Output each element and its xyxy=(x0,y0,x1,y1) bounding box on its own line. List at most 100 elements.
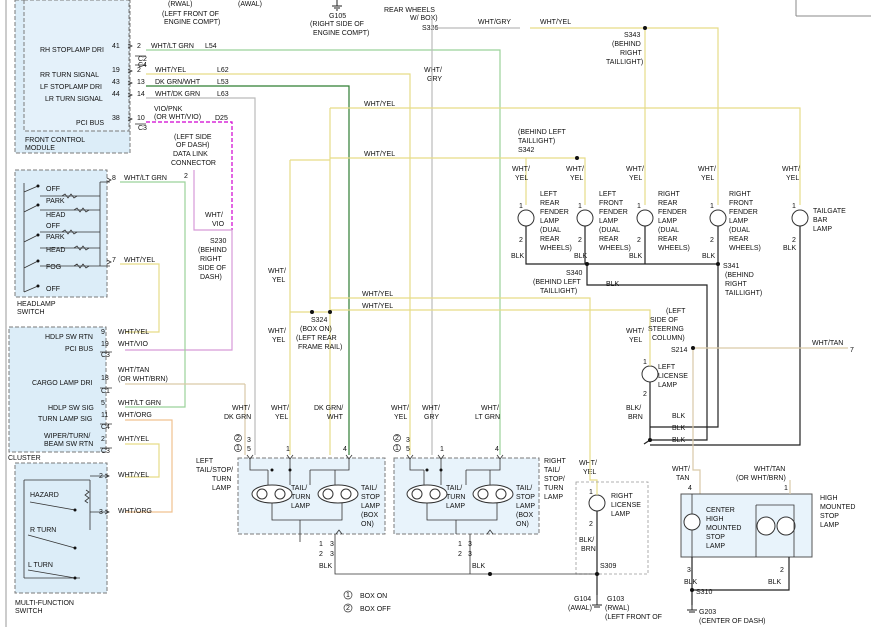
cluster: HDLP SW RTN PCI BUS CARGO LAMP DRI HDLP … xyxy=(8,326,168,462)
svg-text:LAMP: LAMP xyxy=(611,511,630,518)
svg-text:3: 3 xyxy=(687,567,691,574)
svg-text:WHT/YEL: WHT/YEL xyxy=(362,303,393,310)
svg-text:TAIL/: TAIL/ xyxy=(544,467,560,474)
svg-text:2: 2 xyxy=(589,521,593,528)
awal-label: (AWAL) xyxy=(238,1,262,8)
svg-text:YEL: YEL xyxy=(272,337,285,344)
svg-text:RIGHT: RIGHT xyxy=(544,458,567,465)
svg-text:1: 1 xyxy=(589,489,593,496)
svg-text:WHT/: WHT/ xyxy=(268,328,286,335)
switch-contacts-icon xyxy=(23,177,112,293)
svg-text:WHT/: WHT/ xyxy=(626,166,644,173)
svg-text:(OR WHT/BRN): (OR WHT/BRN) xyxy=(736,475,786,482)
svg-text:STOP: STOP xyxy=(361,494,380,501)
svg-text:DK GRN: DK GRN xyxy=(224,414,251,421)
svg-text:2: 2 xyxy=(710,237,714,244)
svg-text:WHT/LT GRN: WHT/LT GRN xyxy=(124,175,167,182)
svg-text:TAIL/: TAIL/ xyxy=(291,485,307,492)
wire-color: WHT/LT GRN xyxy=(151,43,194,50)
svg-text:2: 2 xyxy=(319,551,323,558)
svg-text:2: 2 xyxy=(184,173,188,180)
g105-loc1: (RIGHT SIDE OF xyxy=(310,21,364,28)
svg-text:TAILLIGHT): TAILLIGHT) xyxy=(518,138,555,145)
svg-text:5: 5 xyxy=(406,446,410,453)
s343-loc2: RIGHT xyxy=(620,50,643,57)
svg-text:ON): ON) xyxy=(516,521,529,528)
fcm-connector: C3 xyxy=(138,125,147,132)
box-lamp: WHT/ YEL 1 2 BLK RIGHT REAR FENDER LAMP … xyxy=(626,166,690,260)
svg-text:REAR: REAR xyxy=(540,200,559,207)
wire-pin: 2 xyxy=(137,43,141,50)
svg-text:BLK: BLK xyxy=(672,437,686,444)
svg-text:WHT/TAN: WHT/TAN xyxy=(118,367,149,374)
svg-text:G103: G103 xyxy=(607,596,624,603)
svg-text:BLK: BLK xyxy=(629,253,643,260)
svg-text:STOP: STOP xyxy=(706,534,725,541)
svg-text:1: 1 xyxy=(346,592,350,599)
fcm-pin-label: LF STOPLAMP DRI xyxy=(40,84,102,91)
svg-text:C1: C1 xyxy=(101,388,110,395)
svg-text:LAMP: LAMP xyxy=(820,522,839,529)
svg-text:(DUAL: (DUAL xyxy=(599,227,620,234)
fcm-pin-num: 44 xyxy=(112,91,120,98)
svg-text:TAN: TAN xyxy=(676,475,689,482)
svg-text:MOUNTED: MOUNTED xyxy=(706,525,741,532)
svg-text:WHT/: WHT/ xyxy=(698,166,716,173)
svg-text:STOP: STOP xyxy=(516,494,535,501)
svg-text:2: 2 xyxy=(780,567,784,574)
svg-text:LAMP: LAMP xyxy=(544,494,563,501)
svg-text:HEADLAMP: HEADLAMP xyxy=(17,301,56,308)
multi-function-switch: HAZARD R TURN L TURN MULTI-FUNCTION SWIT… xyxy=(14,462,152,615)
circuit: L62 xyxy=(217,67,229,74)
svg-text:OFF: OFF xyxy=(46,223,60,230)
svg-text:(CENTER OF DASH): (CENTER OF DASH) xyxy=(699,618,766,625)
svg-text:WHT/TAN: WHT/TAN xyxy=(754,466,785,473)
s326-label: S326 xyxy=(422,25,438,32)
svg-text:RIGHT: RIGHT xyxy=(611,493,634,500)
svg-text:LEFT: LEFT xyxy=(196,458,214,465)
circuit: L63 xyxy=(217,91,229,98)
circuit: L53 xyxy=(217,79,229,86)
svg-text:WHEELS): WHEELS) xyxy=(599,245,631,252)
svg-text:2: 2 xyxy=(346,605,350,612)
g105-label: G105 xyxy=(329,13,346,20)
svg-text:FRONT: FRONT xyxy=(729,200,754,207)
svg-text:2: 2 xyxy=(792,237,796,244)
svg-text:TAILGATE: TAILGATE xyxy=(813,208,846,215)
svg-text:PARK: PARK xyxy=(46,234,65,241)
svg-text:WHT/: WHT/ xyxy=(424,67,442,74)
svg-text:7: 7 xyxy=(850,347,854,354)
svg-text:WHT/: WHT/ xyxy=(512,166,530,173)
svg-text:WHT/ORG: WHT/ORG xyxy=(118,508,152,515)
svg-text:LAMP: LAMP xyxy=(599,218,618,225)
data-link-connector: (LEFT SIDE OF DASH) DATA LINK CONNECTOR … xyxy=(171,134,225,228)
svg-text:4: 4 xyxy=(495,446,499,453)
svg-text:BLK/: BLK/ xyxy=(626,405,641,412)
fcm-connector: C2 xyxy=(138,56,147,63)
svg-text:FENDER: FENDER xyxy=(658,209,687,216)
svg-text:YEL: YEL xyxy=(701,175,714,182)
svg-text:REAR: REAR xyxy=(540,236,559,243)
svg-text:2: 2 xyxy=(578,237,582,244)
fcm-pin-num: 38 xyxy=(112,115,120,122)
circuit: D25 xyxy=(215,115,228,122)
svg-text:FOG: FOG xyxy=(46,264,61,271)
svg-text:(BOX ON): (BOX ON) xyxy=(300,326,332,333)
svg-text:FRAME RAIL): FRAME RAIL) xyxy=(298,344,342,351)
svg-text:WHT/YEL: WHT/YEL xyxy=(118,436,149,443)
svg-text:LEFT: LEFT xyxy=(540,191,558,198)
svg-text:1: 1 xyxy=(319,541,323,548)
svg-text:2: 2 xyxy=(458,551,462,558)
wire-pin: 10 xyxy=(137,115,145,122)
svg-text:LAMP: LAMP xyxy=(729,218,748,225)
svg-text:WHT/: WHT/ xyxy=(481,405,499,412)
svg-text:1: 1 xyxy=(286,446,290,453)
svg-text:CARGO LAMP DRI: CARGO LAMP DRI xyxy=(32,380,93,387)
svg-text:1: 1 xyxy=(440,446,444,453)
circuit: L54 xyxy=(205,43,217,50)
svg-text:HDLP SW SIG: HDLP SW SIG xyxy=(48,405,94,412)
svg-text:(DUAL: (DUAL xyxy=(540,227,561,234)
fcm-pin-num: 19 xyxy=(112,67,120,74)
bottom-section: 1 2 BLK 1 2 BLK 3 3 3 3 S309 S310 G104 (… xyxy=(299,534,782,625)
svg-text:2: 2 xyxy=(519,237,523,244)
